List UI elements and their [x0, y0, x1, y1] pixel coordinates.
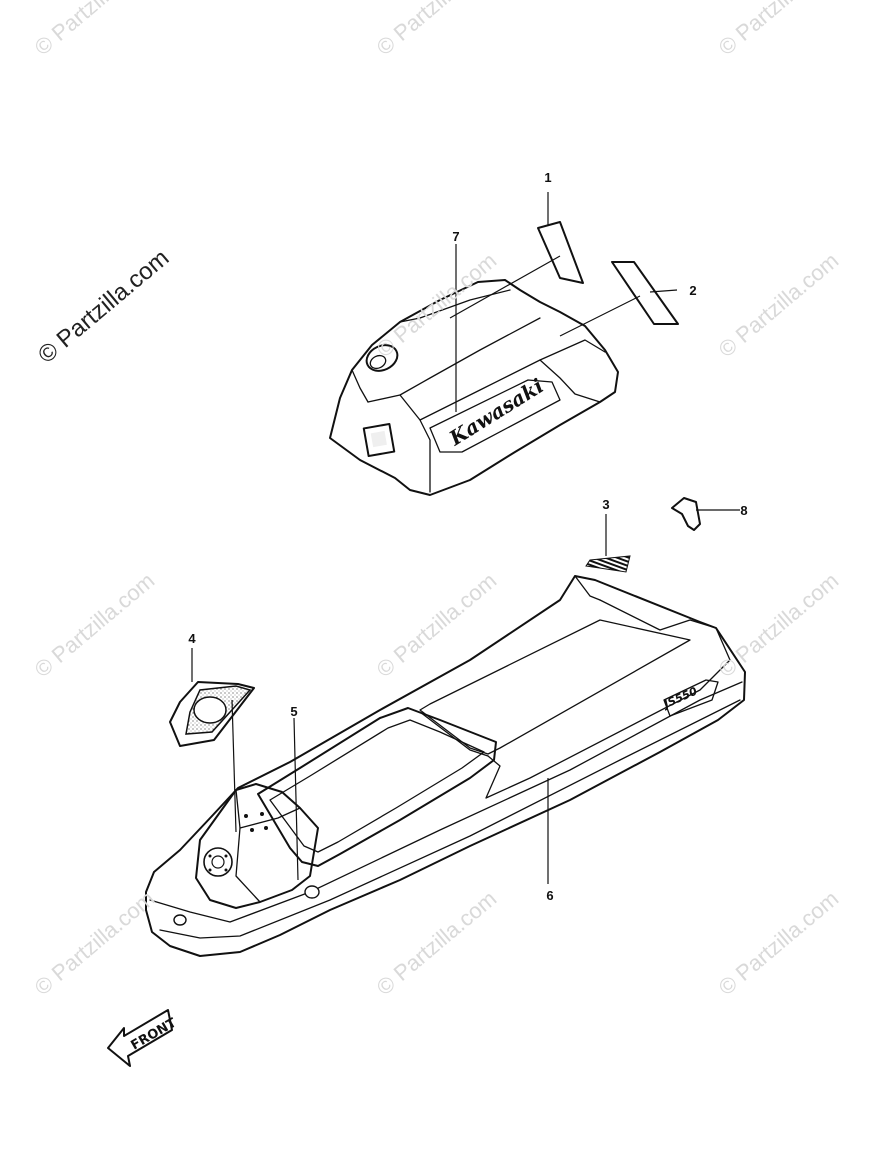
decal-part-1: [537, 221, 584, 284]
callout-7: 7: [452, 229, 460, 244]
decal-part-2: [611, 261, 679, 325]
callout-8: 8: [740, 503, 748, 518]
decal-part-3: [585, 555, 631, 573]
hull: JS550: [145, 575, 746, 957]
hull-vent: [203, 847, 233, 877]
front-arrow: FRONT: [107, 1009, 180, 1067]
callout-6: 6: [546, 888, 554, 903]
callout-4: 4: [188, 631, 196, 646]
callout-2: 2: [689, 283, 697, 298]
callout-1: 1: [544, 170, 552, 185]
leader-lines: [191, 192, 740, 884]
brand-decal: Kawasaki: [444, 374, 548, 451]
callout-5: 5: [290, 704, 298, 719]
decal-part-8: [671, 497, 701, 531]
callout-3: 3: [602, 497, 610, 512]
decal-4-circle: [193, 696, 227, 724]
front-arrow-label: FRONT: [129, 1016, 180, 1054]
engine-hood: Kawasaki: [329, 279, 619, 496]
decal-part-4: [169, 681, 255, 747]
